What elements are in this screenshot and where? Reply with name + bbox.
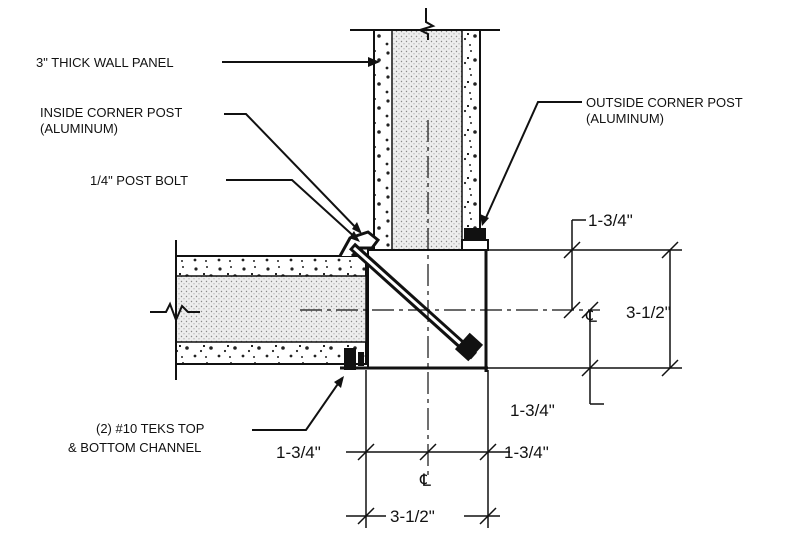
label-teks-channel: & BOTTOM CHANNEL — [68, 440, 201, 455]
post-bolt-shank-center — [352, 246, 464, 347]
label-wall-panel: 3" THICK WALL PANEL — [36, 55, 174, 70]
label-teks: (2) #10 TEKS TOP — [96, 421, 204, 436]
outside-corner-post-lip — [461, 239, 489, 251]
leader-post-bolt — [226, 179, 359, 241]
dim-right-bottom: 1-3/4" — [510, 401, 555, 420]
leader-arrowheads — [334, 57, 489, 388]
right-dimensions — [488, 219, 682, 405]
vertical-break-symbol — [417, 8, 436, 40]
bottom-dimensions — [346, 370, 510, 528]
leader-lines — [222, 61, 582, 431]
label-inside-post-material: (ALUMINUM) — [40, 121, 118, 136]
dim-bottom-right: 1-3/4" — [504, 443, 549, 462]
vertical-wall-panel — [350, 8, 500, 251]
horizontal-panel-foam-core — [175, 275, 367, 343]
horizontal-wall-panel — [150, 240, 367, 380]
centerlines — [300, 120, 600, 478]
dim-right-total: 3-1/2" — [626, 303, 671, 322]
horizontal-break-symbol — [150, 301, 200, 323]
dim-bottom-total: 3-1/2" — [390, 507, 435, 526]
leader-inside-post — [224, 113, 361, 233]
centerline-symbol-vertical: ℄ — [419, 471, 431, 490]
corner-assembly — [338, 228, 489, 372]
centerline-symbol-horizontal: ℄ — [585, 307, 597, 326]
label-outside-post-material: (ALUMINUM) — [586, 111, 664, 126]
dim-bottom-left: 1-3/4" — [276, 443, 321, 462]
vertical-panel-foam-core — [391, 29, 463, 251]
outside-corner-post — [464, 228, 486, 242]
leader-teks — [252, 377, 343, 431]
teks-screw — [344, 348, 356, 370]
post-bolt-nut — [454, 332, 484, 362]
label-inside-post: INSIDE CORNER POST — [40, 105, 182, 120]
label-post-bolt: 1/4" POST BOLT — [90, 173, 188, 188]
label-outside-post: OUTSIDE CORNER POST — [586, 95, 743, 110]
teks-screw — [358, 352, 364, 366]
leader-outside-post — [483, 101, 582, 223]
dim-right-top: 1-3/4" — [588, 211, 633, 230]
